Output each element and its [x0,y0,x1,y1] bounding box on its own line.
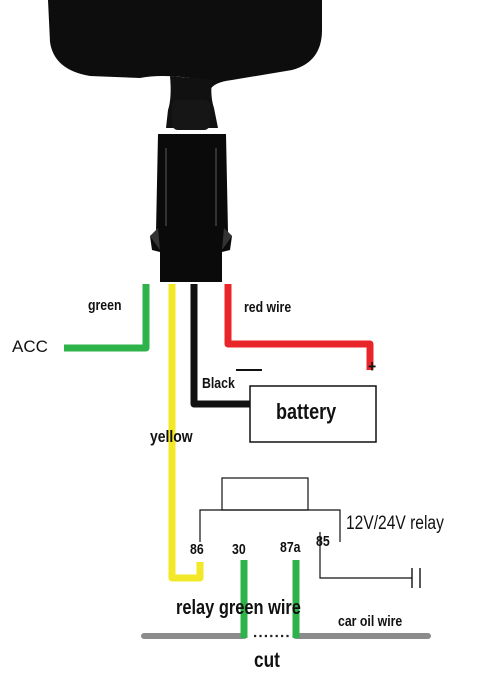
green-acc-wire [64,284,150,352]
label-red-wire: red wire [244,299,292,316]
label-pin-87a: 87a [280,539,301,556]
label-cut: cut [254,649,280,672]
label-battery: battery [276,399,337,424]
label-acc: ACC [12,337,48,356]
label-car-oil-wire: car oil wire [338,613,403,630]
gps-tracker-device-icon [48,0,322,282]
battery-box [249,385,377,443]
label-pin-85: 85 [316,533,330,550]
label-plus: + [368,357,377,376]
relay-symbol [199,477,412,579]
label-green: green [88,297,122,314]
label-black: Black [202,375,235,392]
label-relay-green-wire: relay green wire [176,597,301,619]
ground-capacitor-icon [411,568,421,588]
label-pin-86: 86 [190,541,204,558]
black-wire [190,284,250,408]
label-yellow: yellow [150,427,193,446]
red-wire [224,284,374,370]
label-pin-30: 30 [232,541,246,558]
label-relay-type: 12V/24V relay [346,513,444,534]
yellow-wire [168,284,204,582]
